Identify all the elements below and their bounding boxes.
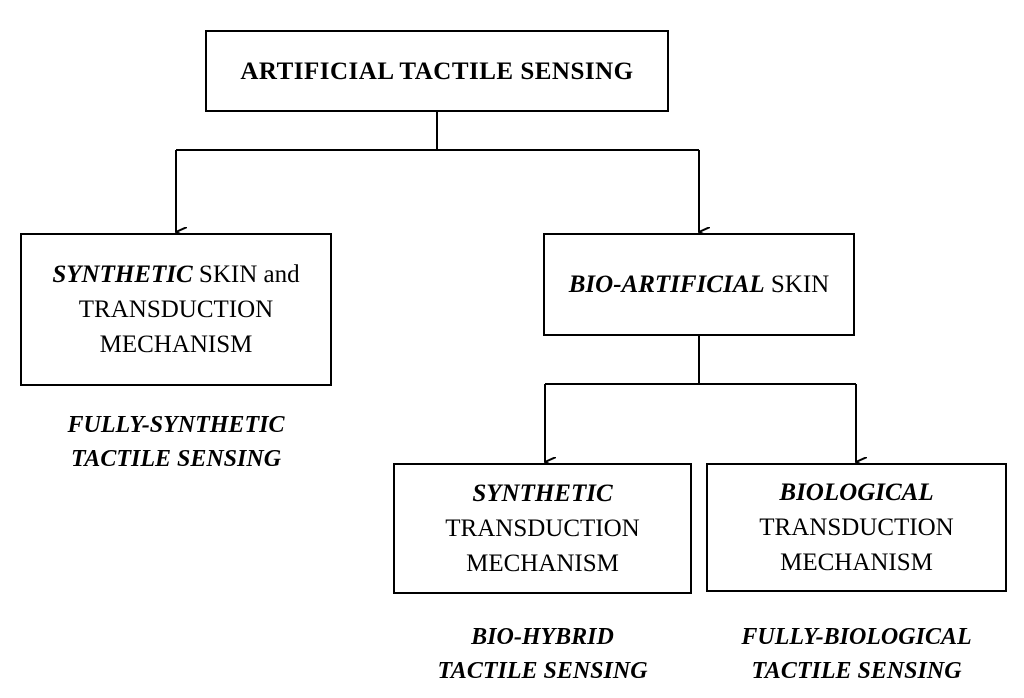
synthetic-skin-emphasis: SYNTHETIC: [52, 261, 193, 288]
bio-artificial-rest: SKIN: [764, 271, 830, 298]
synthetic-skin-rest: SKIN and: [192, 261, 300, 288]
fully-biological-caption: FULLY-BIOLOGICAL TACTILE SENSING: [706, 620, 1007, 688]
synthetic-skin-line3: MECHANISM: [99, 331, 253, 358]
biological-transduction-line3: MECHANISM: [780, 549, 933, 576]
synthetic-skin-line2: TRANSDUCTION: [78, 296, 274, 323]
root-node-box: ARTIFICIAL TACTILE SENSING: [205, 30, 669, 112]
bio-artificial-emphasis: BIO-ARTIFICIAL: [568, 271, 765, 298]
fully-biological-caption-line1: FULLY-BIOLOGICAL: [741, 624, 972, 650]
biological-transduction-emphasis: BIOLOGICAL: [779, 479, 934, 506]
bio-artificial-skin-label: BIO-ARTIFICIAL SKIN: [569, 267, 829, 302]
fully-synthetic-caption-line1: FULLY-SYNTHETIC: [67, 412, 285, 438]
synthetic-transduction-box: SYNTHETIC TRANSDUCTION MECHANISM: [393, 463, 692, 594]
fully-synthetic-caption: FULLY-SYNTHETIC TACTILE SENSING: [20, 408, 332, 476]
bio-hybrid-caption-line2: TACTILE SENSING: [437, 658, 648, 684]
biological-transduction-box: BIOLOGICAL TRANSDUCTION MECHANISM: [706, 463, 1007, 592]
root-node-label: ARTIFICIAL TACTILE SENSING: [240, 57, 634, 85]
fully-synthetic-caption-line2: TACTILE SENSING: [70, 446, 282, 472]
synthetic-transduction-line3: MECHANISM: [466, 550, 619, 577]
bio-hybrid-caption: BIO-HYBRID TACTILE SENSING: [393, 620, 692, 688]
biological-transduction-line2: TRANSDUCTION: [759, 514, 954, 541]
bio-artificial-skin-box: BIO-ARTIFICIAL SKIN: [543, 233, 855, 336]
synthetic-transduction-emphasis: SYNTHETIC: [472, 480, 613, 507]
synthetic-transduction-line2: TRANSDUCTION: [445, 515, 640, 542]
fully-biological-caption-line2: TACTILE SENSING: [751, 658, 962, 684]
synthetic-skin-box: SYNTHETIC SKIN and TRANSDUCTION MECHANIS…: [20, 233, 332, 386]
bio-hybrid-caption-line1: BIO-HYBRID: [471, 624, 614, 650]
synthetic-skin-line1: SYNTHETIC SKIN and: [52, 257, 299, 292]
